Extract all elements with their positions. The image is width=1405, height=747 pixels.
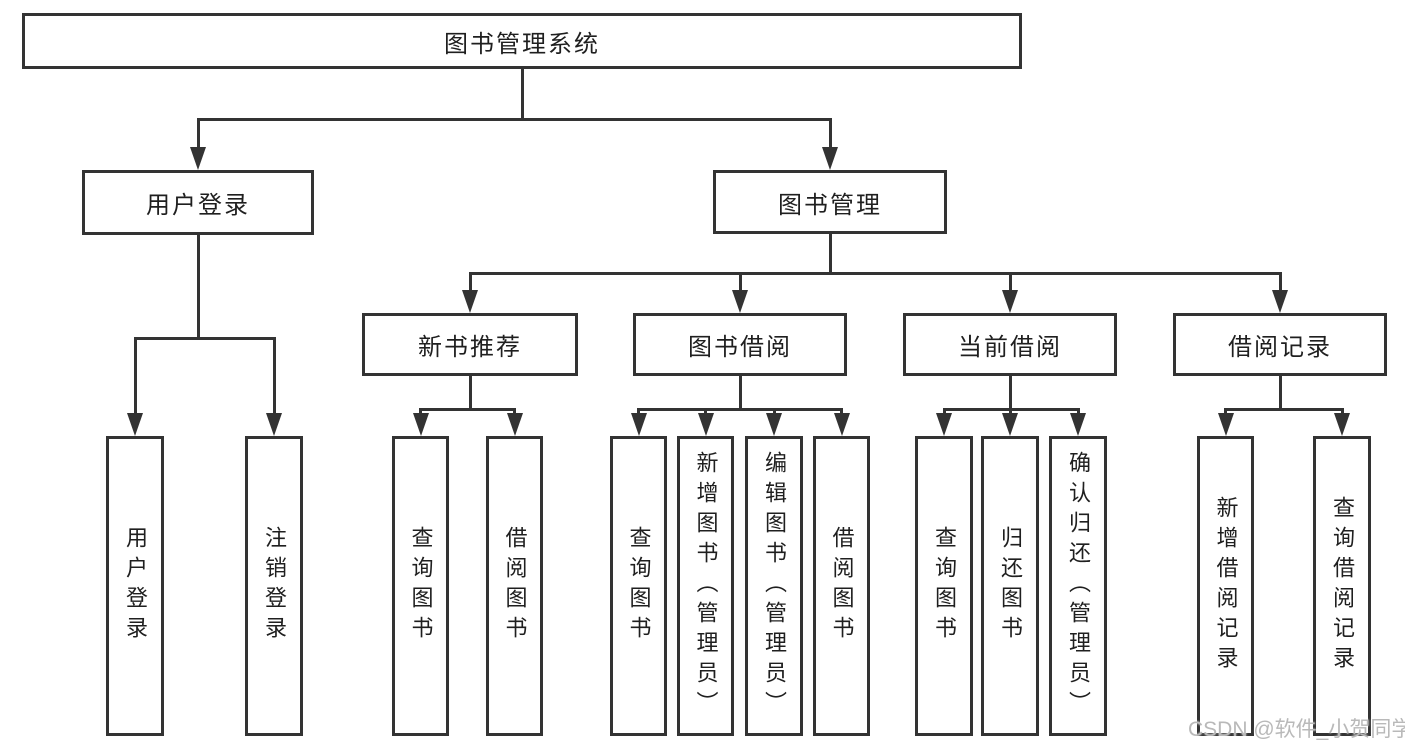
node-n2: 借阅图书 [486,436,543,736]
edge-line [1008,272,1012,294]
edge-line [468,272,1282,275]
node-label: 图书借阅 [688,334,792,361]
edge-line [1008,408,1012,417]
node-current: 当前借阅 [903,313,1117,376]
node-label: 图书管理系统 [444,30,600,58]
node-b2: 新增图书（管理员） [677,436,734,736]
node-b4: 借阅图书 [813,436,870,736]
edge-arrowhead [127,413,143,436]
edge-line [828,118,832,151]
node-borrow: 图书借阅 [633,313,847,376]
edge-arrowhead [1334,413,1350,436]
node-n1: 查询图书 [392,436,449,736]
edge-line [513,408,516,417]
edge-line [1008,375,1012,411]
edge-line [738,375,742,411]
node-label: 查询图书 [932,526,957,646]
node-root: 图书管理系统 [22,13,1022,69]
edge-line [738,272,742,294]
edge-line [1076,408,1080,417]
edge-line [133,337,276,340]
edge-line [1340,408,1344,417]
node-b1: 查询图书 [610,436,667,736]
node-c2: 归还图书 [981,436,1039,736]
node-label: 用户登录 [146,192,250,219]
node-label: 借阅记录 [1228,334,1332,361]
node-label: 注销登录 [262,526,287,646]
edge-line [196,118,832,121]
node-b3: 编辑图书（管理员） [745,436,803,736]
edge-arrowhead [697,413,714,436]
node-label: 查询图书 [408,526,434,646]
node-label: 查询借阅记录 [1330,496,1355,676]
edge-arrowhead [833,413,850,436]
edge-arrowhead [766,413,782,436]
edge-arrowhead [266,413,282,436]
node-r2: 查询借阅记录 [1313,436,1371,736]
edge-line [196,118,200,151]
node-u2: 注销登录 [245,436,303,736]
node-label: 借阅图书 [829,526,855,646]
edge-line [772,408,776,417]
edge-arrowhead [630,413,647,436]
edge-line [942,408,946,417]
edge-line [520,68,524,121]
node-label: 借阅图书 [502,526,528,646]
edge-line [1278,272,1282,294]
node-mgmt: 图书管理 [713,170,947,234]
edge-line [468,375,472,411]
node-label: 用户登录 [123,526,148,646]
watermark: CSDN @软件_小贺同学 [1188,718,1405,741]
edge-line [828,233,832,275]
edge-arrowhead [732,290,748,313]
node-c1: 查询图书 [915,436,973,736]
edge-arrowhead [412,413,429,436]
edge-arrowhead [1070,413,1086,436]
edge-arrowhead [822,147,838,170]
edge-line [272,337,276,417]
edge-arrowhead [190,147,206,170]
edge-line [419,408,422,417]
node-label: 新增借阅记录 [1213,496,1239,676]
node-label: 当前借阅 [958,334,1062,361]
node-label: 归还图书 [998,526,1023,646]
edge-line [840,408,843,417]
edge-arrowhead [506,413,523,436]
edge-arrowhead [1002,413,1018,436]
edge-line [637,408,640,417]
node-login: 用户登录 [82,170,314,235]
node-label: 新书推荐 [418,334,522,361]
edge-line [637,408,843,411]
edge-arrowhead [936,413,952,436]
node-newbook: 新书推荐 [362,313,578,376]
node-c3: 确认归还（管理员） [1049,436,1107,736]
node-u1: 用户登录 [106,436,164,736]
edge-arrowhead [1217,413,1234,436]
edge-line [196,234,200,340]
edge-line [419,408,516,411]
edge-line [1278,375,1282,411]
node-label: 新增图书（管理员） [693,451,719,721]
node-r1: 新增借阅记录 [1197,436,1254,736]
edge-arrowhead [462,290,478,313]
edge-line [704,408,707,417]
edge-arrowhead [1002,290,1018,313]
node-label: 查询图书 [626,526,652,646]
node-label: 确认归还（管理员） [1066,451,1091,721]
node-label: 图书管理 [778,191,882,219]
edge-line [133,337,137,417]
node-records: 借阅记录 [1173,313,1387,376]
edge-arrowhead [1272,290,1288,313]
edge-line [1224,408,1344,411]
edge-line [468,272,472,294]
edge-line [1224,408,1227,417]
node-label: 编辑图书（管理员） [762,451,787,721]
